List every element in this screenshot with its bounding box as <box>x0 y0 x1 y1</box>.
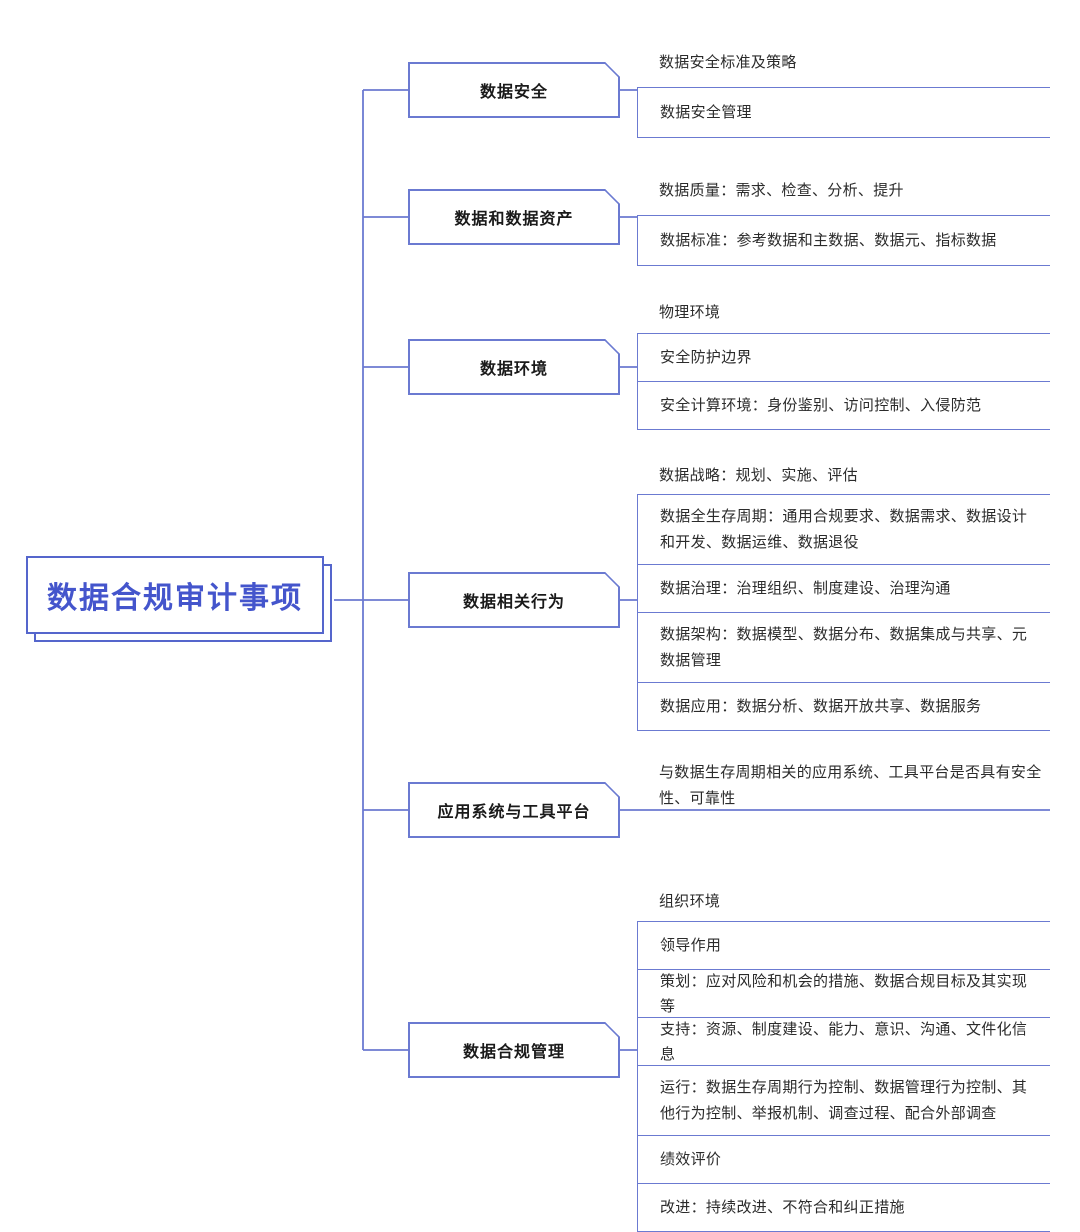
leaf-item[interactable]: 安全计算环境：身份鉴别、访问控制、入侵防范 <box>637 382 1050 430</box>
leaf-item[interactable]: 数据治理：治理组织、制度建设、治理沟通 <box>637 565 1050 613</box>
leaf-text: 支持：资源、制度建设、能力、意识、沟通、文件化信息 <box>660 1020 1028 1063</box>
leaf-item[interactable]: 数据战略：规划、实施、评估 <box>637 456 1050 495</box>
root-node-box: 数据合规审计事项 <box>26 556 324 634</box>
branch-label: 数据和数据资产 <box>454 211 574 228</box>
leaf-text: 策划：应对风险和机会的措施、数据合规目标及其实现等 <box>660 972 1028 1015</box>
leaf-group-0: 数据安全标准及策略 数据安全管理 <box>637 38 1050 138</box>
leaf-item[interactable]: 数据标准：参考数据和主数据、数据元、指标数据 <box>637 216 1050 266</box>
branch-shape <box>408 62 620 118</box>
branch-label: 数据环境 <box>479 361 548 378</box>
leaf-item[interactable]: 组织环境 <box>637 882 1050 922</box>
leaf-item[interactable]: 与数据生存周期相关的应用系统、工具平台是否具有安全性、可靠性 <box>637 762 1050 810</box>
leaf-item[interactable]: 数据架构：数据模型、数据分布、数据集成与共享、元数据管理 <box>637 613 1050 683</box>
branch-node-4[interactable]: 应用系统与工具平台 <box>408 782 620 838</box>
branch-label: 数据合规管理 <box>462 1044 565 1061</box>
leaf-item[interactable]: 数据应用：数据分析、数据开放共享、数据服务 <box>637 683 1050 731</box>
leaf-text: 数据治理：治理组织、制度建设、治理沟通 <box>660 580 951 597</box>
root-label: 数据合规审计事项 <box>47 582 303 615</box>
leaf-item[interactable]: 策划：应对风险和机会的措施、数据合规目标及其实现等 <box>637 970 1050 1018</box>
leaf-item[interactable]: 绩效评价 <box>637 1136 1050 1184</box>
leaf-text: 安全防护边界 <box>660 349 752 366</box>
leaf-text: 数据标准：参考数据和主数据、数据元、指标数据 <box>660 232 997 249</box>
leaf-item[interactable]: 支持：资源、制度建设、能力、意识、沟通、文件化信息 <box>637 1018 1050 1066</box>
branch-shape <box>408 572 620 628</box>
branch-shape <box>408 782 620 838</box>
leaf-item[interactable]: 数据全生存周期：通用合规要求、数据需求、数据设计和开发、数据运维、数据退役 <box>637 495 1050 565</box>
branch-node-5[interactable]: 数据合规管理 <box>408 1022 620 1078</box>
leaf-text: 数据质量：需求、检查、分析、提升 <box>659 182 904 199</box>
leaf-text: 物理环境 <box>659 303 721 321</box>
leaf-item[interactable]: 物理环境 <box>637 291 1050 334</box>
leaf-text: 安全计算环境：身份鉴别、访问控制、入侵防范 <box>660 397 982 414</box>
leaf-group-3: 数据战略：规划、实施、评估 数据全生存周期：通用合规要求、数据需求、数据设计和开… <box>637 456 1050 731</box>
leaf-text: 数据全生存周期：通用合规要求、数据需求、数据设计和开发、数据运维、数据退役 <box>660 507 1028 551</box>
leaf-text: 运行：数据生存周期行为控制、数据管理行为控制、其他行为控制、举报机制、调查过程、… <box>660 1078 1028 1122</box>
leaf-item[interactable]: 领导作用 <box>637 922 1050 970</box>
leaf-group-5: 组织环境 领导作用 策划：应对风险和机会的措施、数据合规目标及其实现等 支持：资… <box>637 882 1050 1232</box>
branch-label: 数据相关行为 <box>462 594 565 611</box>
branch-node-3[interactable]: 数据相关行为 <box>408 572 620 628</box>
leaf-group-1: 数据质量：需求、检查、分析、提升 数据标准：参考数据和主数据、数据元、指标数据 <box>637 166 1050 266</box>
branch-shape <box>408 1022 620 1078</box>
branch-shape <box>408 339 620 395</box>
branch-node-1[interactable]: 数据和数据资产 <box>408 189 620 245</box>
leaf-item[interactable]: 运行：数据生存周期行为控制、数据管理行为控制、其他行为控制、举报机制、调查过程、… <box>637 1066 1050 1136</box>
leaf-text: 绩效评价 <box>660 1151 722 1168</box>
leaf-item[interactable]: 数据质量：需求、检查、分析、提升 <box>637 166 1050 216</box>
branch-shape <box>408 189 620 245</box>
leaf-text: 数据应用：数据分析、数据开放共享、数据服务 <box>660 698 982 715</box>
branch-node-2[interactable]: 数据环境 <box>408 339 620 395</box>
leaf-item[interactable]: 改进：持续改进、不符合和纠正措施 <box>637 1184 1050 1232</box>
leaf-group-2: 物理环境 安全防护边界 安全计算环境：身份鉴别、访问控制、入侵防范 <box>637 291 1050 430</box>
leaf-text: 领导作用 <box>660 937 722 954</box>
leaf-item[interactable]: 数据安全标准及策略 <box>637 38 1050 88</box>
leaf-text: 数据安全标准及策略 <box>659 54 797 71</box>
branch-label: 数据安全 <box>479 84 548 101</box>
branch-node-0[interactable]: 数据安全 <box>408 62 620 118</box>
branch-label: 应用系统与工具平台 <box>437 804 591 821</box>
leaf-item[interactable]: 安全防护边界 <box>637 334 1050 382</box>
leaf-text: 数据安全管理 <box>660 104 752 121</box>
leaf-text: 改进：持续改进、不符合和纠正措施 <box>660 1199 905 1216</box>
leaf-item[interactable]: 数据安全管理 <box>637 88 1050 138</box>
root-node[interactable]: 数据合规审计事项 <box>26 556 334 644</box>
leaf-text: 数据战略：规划、实施、评估 <box>659 466 858 484</box>
leaf-text: 数据架构：数据模型、数据分布、数据集成与共享、元数据管理 <box>660 625 1028 669</box>
leaf-text: 与数据生存周期相关的应用系统、工具平台是否具有安全性、可靠性 <box>659 764 1042 807</box>
leaf-text: 组织环境 <box>659 893 721 910</box>
leaf-group-4: 与数据生存周期相关的应用系统、工具平台是否具有安全性、可靠性 <box>637 762 1050 810</box>
